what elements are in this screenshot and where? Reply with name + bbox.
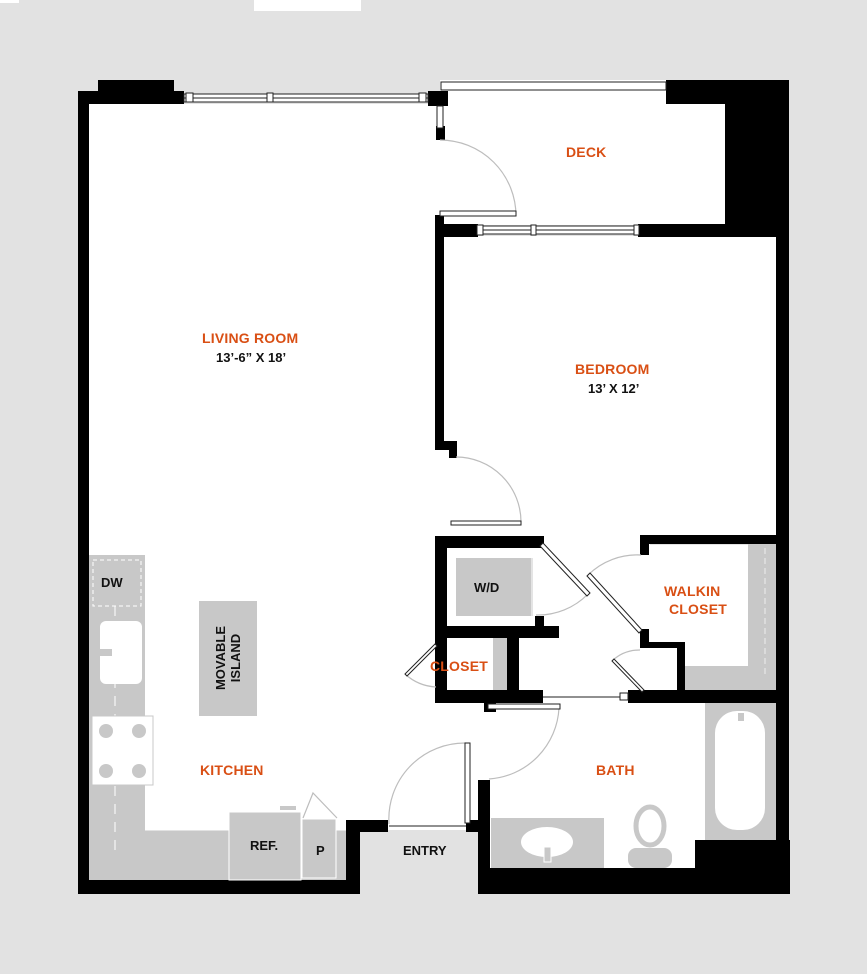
wall-closet-right [507, 636, 519, 703]
movable-island [199, 601, 257, 716]
closet-shelf [493, 638, 507, 690]
wall-bedroom-left [435, 215, 444, 450]
toilet-tank [628, 848, 672, 868]
walls [78, 80, 790, 894]
sink-faucet [94, 649, 112, 656]
wall-bath-top [628, 690, 778, 703]
wall-entry-left-stub [346, 820, 388, 832]
bath-label: BATH [596, 762, 635, 778]
toilet-bowl [633, 804, 667, 848]
bath-sink [521, 827, 573, 857]
kitchen-sink [100, 621, 142, 684]
island-label: MOVABLE ISLAND [213, 626, 243, 690]
windows [183, 81, 667, 236]
door-deck-leaf [439, 210, 517, 217]
wall-walkin-left-top [640, 535, 649, 555]
door-leaves [389, 210, 645, 827]
living-room-label: LIVING ROOM [202, 330, 299, 346]
kitchen-fixtures [89, 555, 346, 881]
washer-dryer [456, 558, 531, 616]
pantry-label: P [316, 843, 325, 858]
wall-deck-bottom-right [638, 224, 789, 237]
bath-faucet [543, 846, 552, 863]
refrigerator-label: REF. [250, 838, 279, 853]
wall-bath-corner-block [695, 840, 790, 880]
island-label-line2: ISLAND [228, 633, 243, 683]
wall-walkin-left-mid [640, 629, 649, 648]
wall-deck-jamb [428, 91, 448, 106]
washer-dryer-label: W/D [474, 580, 500, 595]
living-room-dimensions: 13’-6” X 18’ [216, 350, 287, 365]
door-bedroom-swing [455, 456, 522, 523]
refrigerator [228, 811, 302, 881]
top-edge-notch-left [0, 0, 19, 3]
island-label-line1: MOVABLE [213, 625, 228, 691]
wall-walkin-inner [640, 642, 684, 648]
burner-icon [99, 764, 113, 778]
walkin-closet-label-line2: CLOSET [669, 601, 727, 617]
wall-walkin-top [640, 535, 777, 544]
door-walkin-swing [587, 554, 642, 576]
top-edge-notch-right [254, 0, 361, 11]
wall-closet-bottom [435, 690, 543, 703]
wall-wd-top [435, 536, 544, 548]
wall-top-left [78, 91, 184, 104]
wall-left [78, 91, 89, 894]
pantry [301, 818, 337, 879]
burner-icon [132, 724, 146, 738]
deck-label: DECK [566, 144, 607, 160]
door-bath-swing [488, 707, 560, 780]
door-bedroom-leaf [450, 520, 522, 526]
tub-faucet [738, 713, 744, 721]
bedroom-floor [440, 236, 777, 536]
entry-floor-area [388, 700, 488, 830]
entry-label: ENTRY [403, 843, 447, 858]
wall-wd-stub [535, 616, 544, 630]
entry-floor [358, 832, 478, 894]
wall-deck-right-block [725, 80, 789, 237]
floor-areas [88, 80, 778, 870]
door-entry-swing [388, 742, 467, 825]
door-linen-leaf [611, 658, 645, 693]
wall-deck-jamb-post [436, 126, 445, 140]
bedroom-dimensions: 13’ X 12’ [588, 381, 640, 396]
wall-right [776, 80, 789, 894]
door-wd-leaf [539, 542, 591, 597]
doors [388, 139, 642, 825]
bath-fixtures [491, 711, 765, 868]
walkin-closet-label-line1: WALKIN [664, 583, 721, 599]
door-deck-swing [439, 139, 517, 217]
bedroom-label: BEDROOM [575, 361, 650, 377]
burner-icon [132, 764, 146, 778]
wall-wd-bottom [435, 626, 559, 638]
wall-deck-bottom-left [436, 224, 478, 237]
wall-wd-left [435, 536, 447, 703]
burner-icon [99, 724, 113, 738]
window-deck-side [436, 105, 444, 129]
wall-bottom-kitchen [78, 880, 360, 894]
wall-walkin-inner-v [677, 642, 685, 692]
dishwasher [92, 559, 142, 607]
door-wd-swing [535, 593, 589, 616]
ref-handle [280, 806, 296, 810]
wall-bedroom-left-notch2 [449, 441, 457, 458]
window-deck-top [440, 81, 667, 91]
wall-entry-right-jamb [478, 780, 490, 894]
door-bath-leaf [487, 703, 561, 710]
pantry-door-swing [302, 791, 338, 819]
kitchen-label: KITCHEN [200, 762, 264, 778]
living-floor [88, 104, 440, 830]
door-entry-leaf [464, 742, 471, 824]
dishwasher-label: DW [101, 575, 123, 590]
closet-label: CLOSET [430, 658, 488, 674]
bathtub [715, 711, 765, 830]
wall-entry-left-jamb [346, 820, 360, 894]
door-walkin-leaf [586, 572, 643, 634]
wall-bedroom-left-notch [435, 441, 457, 450]
deck-floor [440, 80, 726, 225]
door-closet-leaf [404, 643, 438, 677]
